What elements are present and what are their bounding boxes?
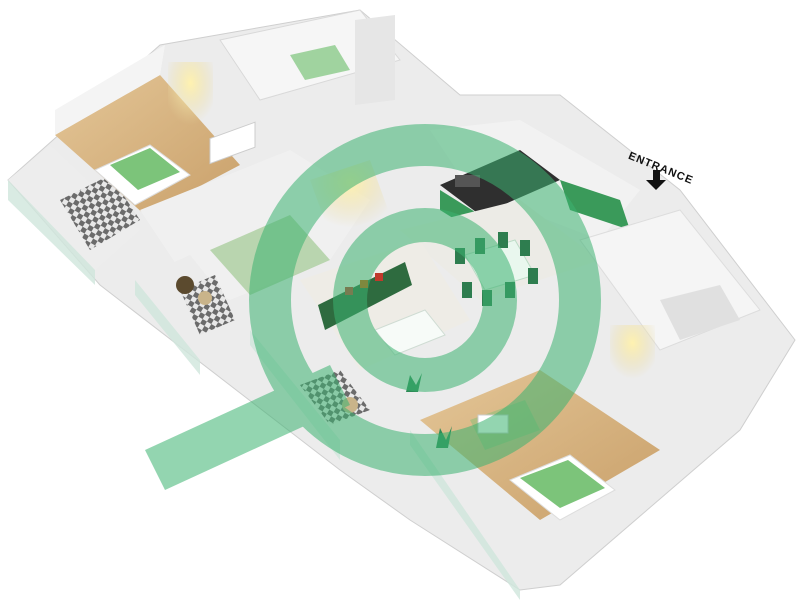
bathroom-2 [579,209,761,385]
bedroom-1 [55,45,240,215]
bed [509,454,616,521]
balcony-2 [135,255,250,375]
watermark-logo [145,124,601,490]
bed [94,144,191,206]
entrance-arrow-icon [646,170,666,190]
balcony-1 [8,145,140,285]
bathroom-1 [219,9,401,105]
